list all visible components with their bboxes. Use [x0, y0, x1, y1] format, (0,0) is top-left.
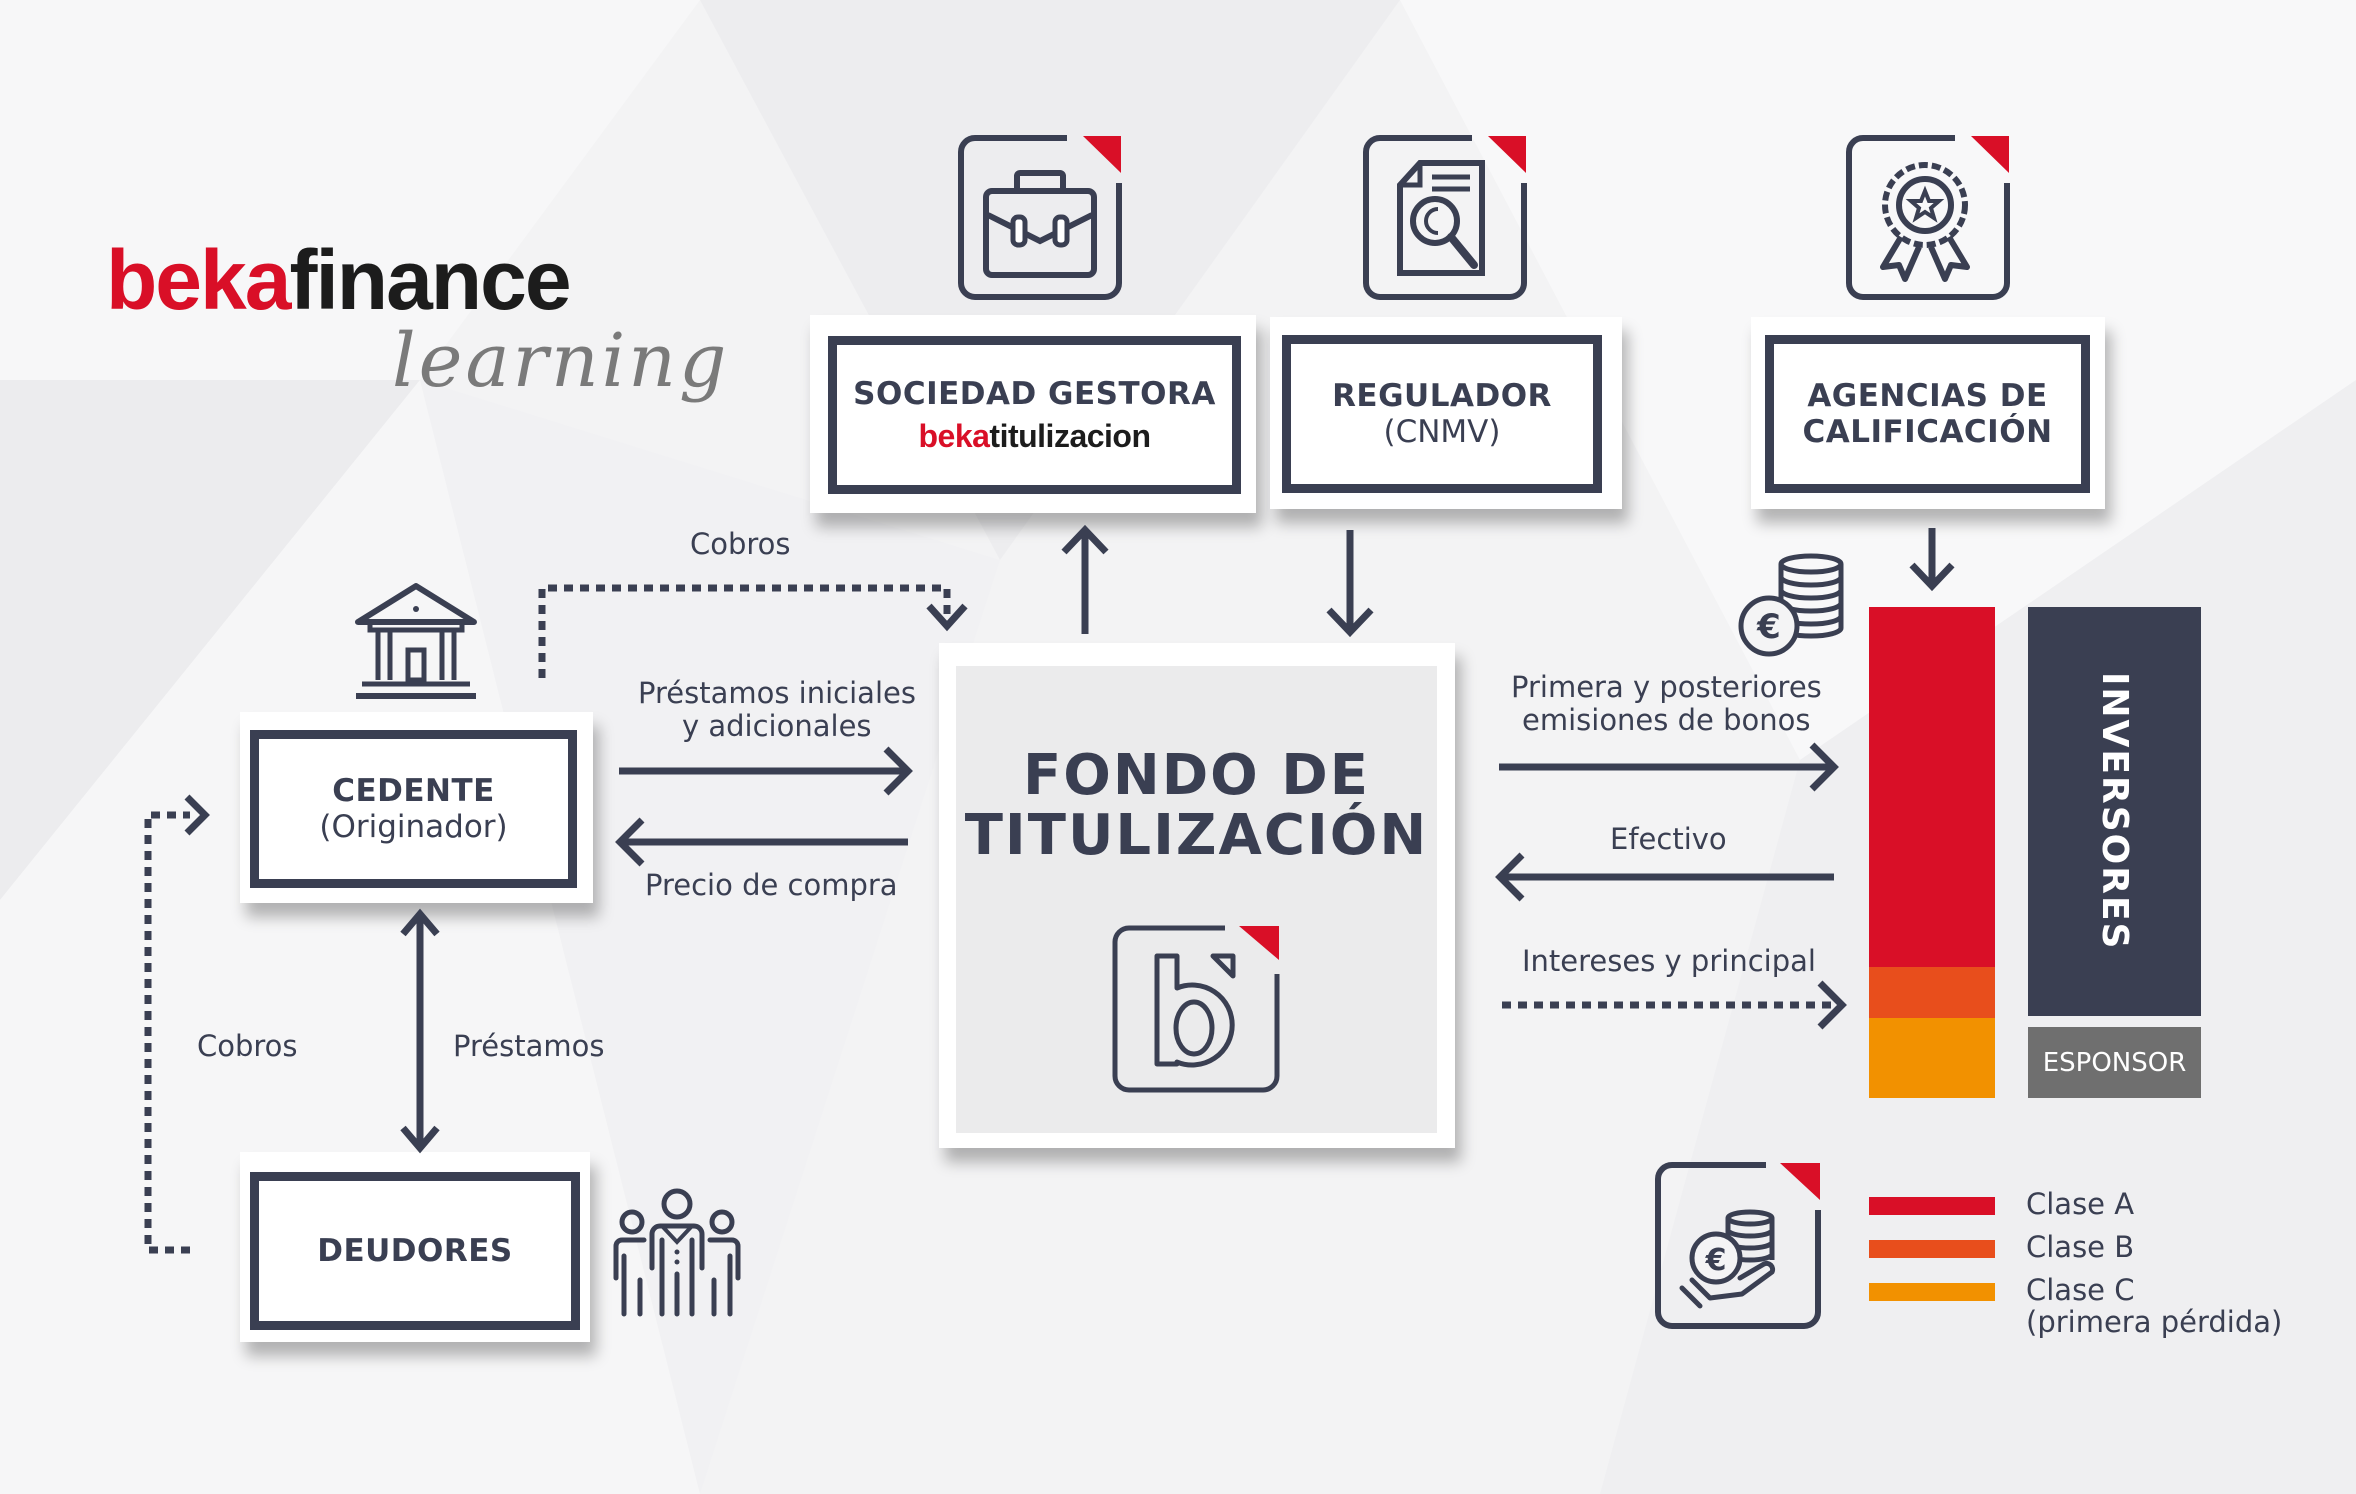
label-prestamos-iniciales-1: Préstamos iniciales: [638, 676, 916, 710]
label-prestamos-iniciales-2: y adicionales: [682, 709, 872, 743]
bank-icon: [355, 583, 477, 699]
esponsor-block[interactable]: ESPONSOR: [2028, 1027, 2201, 1098]
clase-a-bar: [1869, 607, 1995, 967]
logo-learning: learning: [392, 318, 730, 404]
esponsor-label: ESPONSOR: [2042, 1047, 2187, 1078]
regulador-title: REGULADOR: [1332, 378, 1552, 414]
cedente-card: CEDENTE (Originador): [240, 712, 593, 903]
beka-b-logo-icon: [1112, 925, 1279, 1093]
brand-beka: beka: [918, 417, 990, 454]
euro-coins-icon: €: [1738, 553, 1844, 657]
label-efectivo: Efectivo: [1610, 822, 1727, 856]
inversores-block[interactable]: INVERSORES: [2028, 607, 2201, 1016]
fondo-title-line2: TITULIZACIÓN: [964, 803, 1429, 868]
agencias-box[interactable]: AGENCIAS DE CALIFICACIÓN: [1765, 335, 2090, 493]
regulador-card: REGULADOR (CNMV): [1270, 317, 1622, 509]
agencias-card: AGENCIAS DE CALIFICACIÓN: [1751, 317, 2105, 509]
legend-swatch-clase-c: [1869, 1283, 1995, 1301]
clase-b-bar: [1869, 967, 1995, 1018]
inversores-label: INVERSORES: [2094, 672, 2135, 951]
sociedad-gestora-card: SOCIEDAD GESTORA bekatitulizacion: [810, 315, 1256, 513]
legend-swatch-clase-b: [1869, 1240, 1995, 1258]
people-group-icon: [613, 1188, 741, 1317]
agencias-title-line1: AGENCIAS DE: [1807, 378, 2048, 414]
sociedad-gestora-title: SOCIEDAD GESTORA: [853, 375, 1216, 412]
deudores-title: DEUDORES: [317, 1233, 513, 1269]
legend-label-clase-a: Clase A: [2026, 1187, 2135, 1221]
cedente-title: CEDENTE: [332, 773, 495, 809]
fondo-box[interactable]: FONDO DE TITULIZACIÓN: [956, 666, 1437, 1133]
brand-titulizacion: titulizacion: [989, 417, 1151, 454]
label-cobros-top: Cobros: [690, 527, 791, 561]
legend-label-clase-c: Clase C: [2026, 1273, 2135, 1307]
clase-c-bar: [1869, 1018, 1995, 1098]
svg-text:€: €: [1705, 1243, 1727, 1278]
deudores-box[interactable]: DEUDORES: [250, 1172, 580, 1330]
briefcase-icon: [958, 135, 1122, 300]
arrow-cobros-to-fondo: [538, 584, 951, 678]
bekafinance-logo: bekafinance: [106, 238, 572, 322]
agencias-title-line2: CALIFICACIÓN: [1802, 414, 2053, 450]
arrow-cobros-deudores-to-cedente: [144, 811, 190, 1254]
label-cobros-left: Cobros: [197, 1029, 298, 1063]
hand-euro-coins-icon: €: [1655, 1162, 1821, 1329]
label-intereses: Intereses y principal: [1522, 944, 1816, 978]
label-precio-compra: Precio de compra: [645, 868, 898, 902]
logo-beka: beka: [106, 233, 291, 327]
award-badge-icon: [1846, 135, 2010, 300]
label-emisiones-2: emisiones de bonos: [1522, 703, 1811, 737]
bekatitulizacion-logo: bekatitulizacion: [918, 417, 1151, 455]
regulador-box[interactable]: REGULADOR (CNMV): [1282, 335, 1602, 493]
logo-finance: finance: [289, 233, 571, 327]
legend-label-clase-b: Clase B: [2026, 1230, 2135, 1264]
legend-note-clase-c: (primera pérdida): [2026, 1305, 2283, 1339]
legend-swatch-clase-a: [1869, 1197, 1995, 1215]
svg-text:€: €: [1756, 607, 1781, 647]
deudores-card: DEUDORES: [240, 1152, 590, 1342]
fondo-title-line1: FONDO DE: [1022, 743, 1371, 808]
cedente-box[interactable]: CEDENTE (Originador): [250, 730, 577, 888]
cedente-subtitle: (Originador): [319, 809, 508, 845]
fondo-card: FONDO DE TITULIZACIÓN: [939, 643, 1455, 1148]
regulador-subtitle: (CNMV): [1383, 414, 1501, 450]
label-prestamos: Préstamos: [453, 1029, 605, 1063]
label-emisiones-1: Primera y posteriores: [1511, 670, 1822, 704]
sociedad-gestora-box[interactable]: SOCIEDAD GESTORA bekatitulizacion: [828, 336, 1241, 494]
document-search-icon: [1363, 135, 1527, 300]
